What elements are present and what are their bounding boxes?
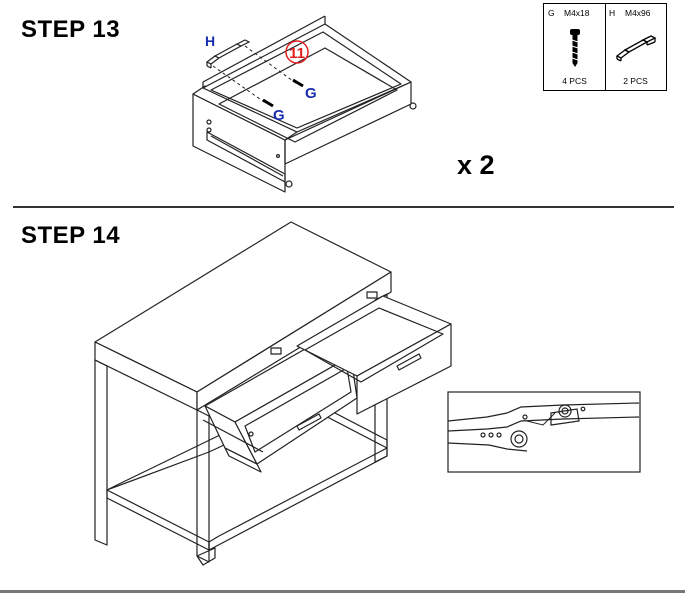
section-divider	[13, 206, 674, 208]
screw-label-upper: G	[305, 85, 317, 102]
part-g: G M4x18 4 PCS	[544, 4, 606, 90]
step-14-desk-illustration	[94, 221, 452, 566]
part-qty: 4 PCS	[562, 76, 587, 86]
callout-number: 11	[289, 45, 305, 62]
callout-circle	[285, 40, 309, 64]
handle-icon	[615, 35, 657, 62]
screw-label-lower: G	[273, 107, 285, 124]
runner-detail-inset	[447, 391, 641, 473]
quantity-multiplier: x 2	[457, 150, 495, 180]
step-14-title: STEP 14	[21, 222, 121, 249]
page-bottom-rule	[0, 590, 685, 593]
part-h: H M4x96 2 PCS	[605, 4, 666, 90]
part-size: M4x96	[625, 8, 651, 18]
part-code: H	[609, 8, 616, 18]
part-size: M4x18	[564, 8, 590, 18]
handle-label: H	[205, 33, 215, 49]
step-13-drawer-illustration: H G G 11	[192, 15, 417, 193]
part-qty: 2 PCS	[623, 76, 648, 86]
screw-icon	[570, 29, 580, 67]
step-13-title: STEP 13	[21, 16, 121, 43]
parts-list: G M4x18 4 PCS H M4x96	[543, 3, 667, 91]
part-code: G	[548, 8, 555, 18]
